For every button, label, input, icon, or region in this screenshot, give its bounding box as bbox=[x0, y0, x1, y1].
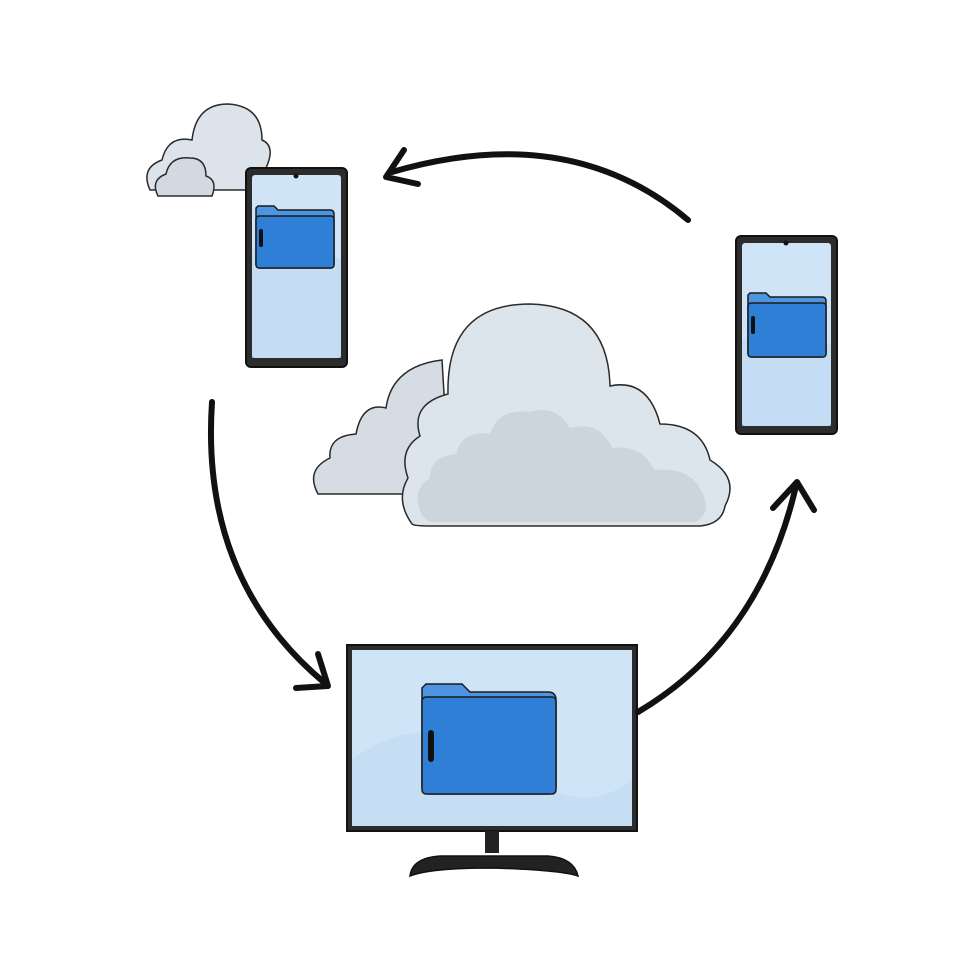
arrowhead-left bbox=[293, 651, 331, 691]
top-left-phone bbox=[245, 167, 348, 368]
folder-icon bbox=[421, 683, 557, 795]
arrowhead-top bbox=[383, 147, 421, 187]
arrow-monitor-to-right-phone bbox=[635, 483, 799, 715]
desktop-monitor bbox=[346, 644, 638, 878]
arrow-left-phone-to-monitor bbox=[208, 399, 329, 687]
arrowhead-right bbox=[770, 479, 817, 513]
folder-icon bbox=[747, 292, 827, 358]
center-cloud-icon bbox=[312, 303, 731, 527]
right-phone bbox=[735, 235, 838, 435]
folder-icon bbox=[255, 205, 335, 269]
arrow-right-phone-to-left-phone bbox=[389, 151, 691, 223]
small-cloud-icon bbox=[146, 103, 271, 197]
